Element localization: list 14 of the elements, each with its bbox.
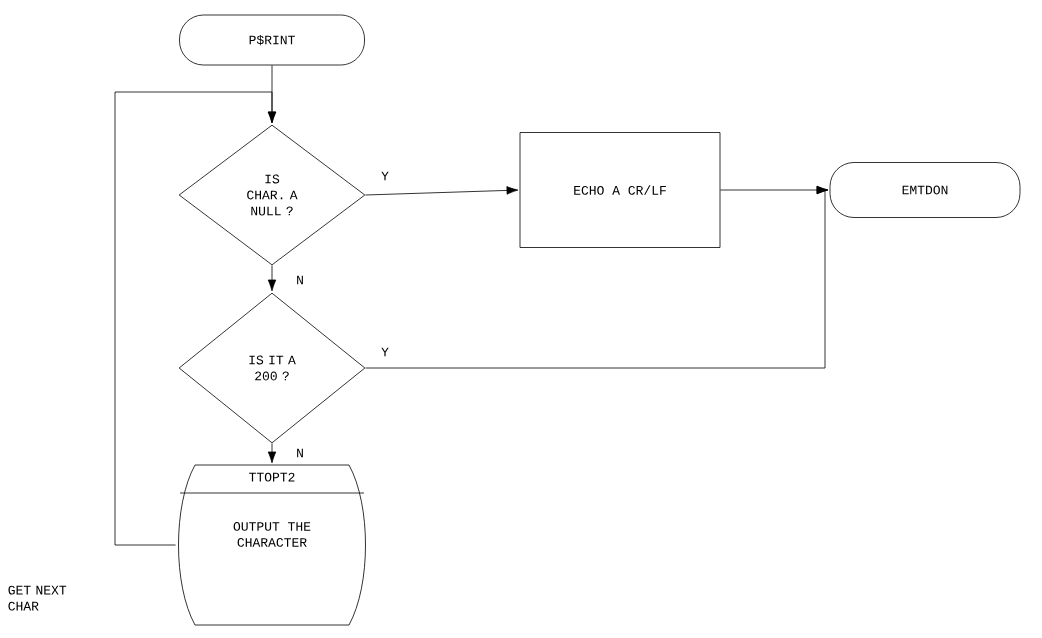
edge-label: Y [380,170,390,182]
arrow [267,265,277,292]
terminal-box: EMTDON [829,162,1021,218]
arrow [365,185,829,369]
edge-label: Y [380,346,390,358]
subroutine-box: TTOPT2 OUTPUT THE CHARACTER [178,464,366,626]
process-box: ECHO A CR/LF [519,132,721,248]
note-text: GET NEXT CHAR [8,585,67,611]
arrow [114,91,277,546]
arrow [365,186,519,196]
arrow [267,443,277,464]
terminal-box: P$RINT [179,14,365,66]
edge-label: N [295,447,305,459]
edge-label: N [295,274,305,286]
